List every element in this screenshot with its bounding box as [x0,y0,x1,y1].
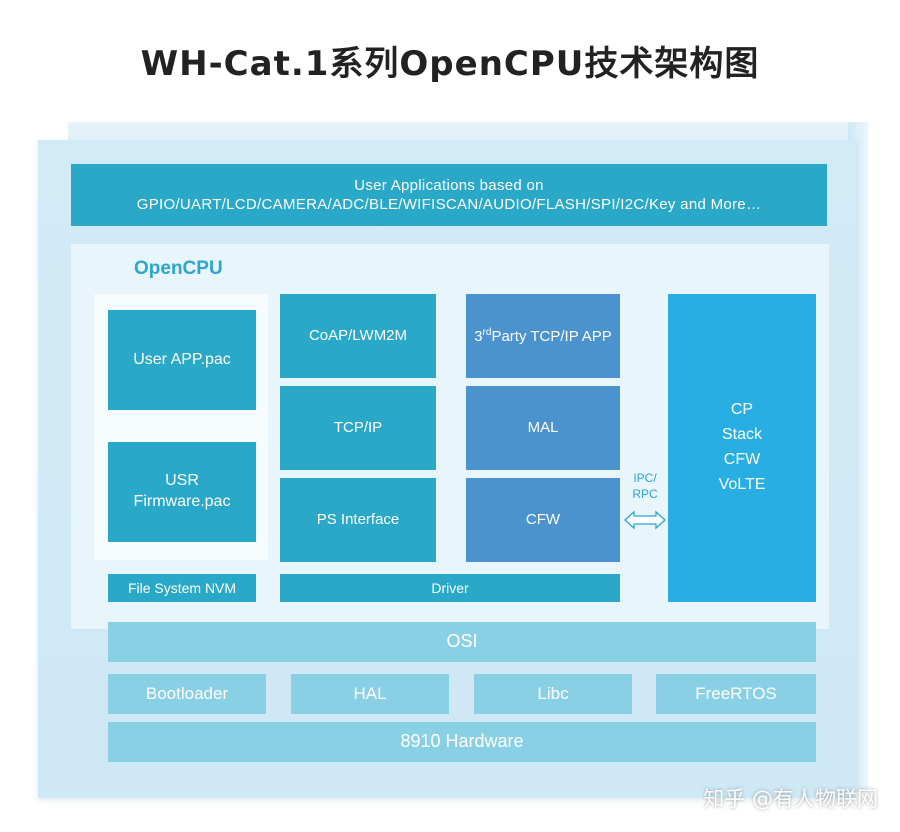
libc-block: Libc [474,674,632,714]
user-app-pac-block: User APP.pac [108,310,256,410]
file-system-nvm-label: File System NVM [127,579,237,596]
ipc-rpc-label: IPC/ RPC [622,470,668,502]
ps-interface-label: PS Interface [316,511,400,529]
cfw-label: CFW [525,511,561,529]
file-system-nvm-block: File System NVM [108,574,256,602]
user-applications-bar: User Applications based on GPIO/UART/LCD… [71,164,827,226]
osi-block: OSI [108,622,816,662]
third-party-rest: Party TCP/IP APP [491,327,612,345]
driver-block: Driver [280,574,620,602]
hardware-block: 8910 Hardware [108,722,816,762]
coap-lwm2m-label: CoAP/LWM2M [308,327,408,345]
opencpu-label: OpenCPU [134,258,223,279]
user-applications-line1: User Applications based on [354,176,544,194]
mal-label: MAL [527,419,559,437]
bootloader-label: Bootloader [145,683,229,703]
third-party-tcpip-app-block: 3rdParty TCP/IP APP [466,294,620,378]
tcp-ip-block: TCP/IP [280,386,436,470]
usr-firmware-block: USR Firmware.pac [108,442,256,542]
cp-stack-block: CP Stack CFW VoLTE [668,294,816,602]
libc-label: Libc [537,683,569,703]
usr-firmware-line1: USR [165,472,199,490]
freertos-block: FreeRTOS [656,674,816,714]
cp-line1: CP [730,401,754,419]
cp-line2: Stack [721,426,762,444]
page-title: WH-Cat.1系列OpenCPU技术架构图 [140,44,760,84]
third-party-prefix: 3 [474,327,483,345]
hal-label: HAL [353,683,387,703]
cp-line3: CFW [723,451,761,468]
freertos-label: FreeRTOS [695,683,777,703]
mal-block: MAL [466,386,620,470]
user-applications-line2: GPIO/UART/LCD/CAMERA/ADC/BLE/WIFISCAN/AU… [136,196,762,213]
user-app-pac-label: User APP.pac [133,350,231,368]
bootloader-block: Bootloader [108,674,266,714]
tcp-ip-label: TCP/IP [333,419,383,437]
ps-interface-block: PS Interface [280,478,436,562]
third-party-superscript: rd [482,326,492,338]
third-party-label: 3rdParty TCP/IP APP [474,326,612,347]
hardware-label: 8910 Hardware [400,731,524,752]
ipc-label: IPC/ [633,471,657,485]
osi-label: OSI [446,631,478,652]
rpc-label: RPC [632,487,658,502]
hal-block: HAL [291,674,449,714]
usr-firmware-line2: Firmware.pac [133,493,231,510]
cp-line4: VoLTE [718,475,766,493]
bidirectional-arrow-icon [624,510,666,530]
watermark: 知乎 @有人物联网 [703,787,878,811]
driver-label: Driver [431,579,469,596]
coap-lwm2m-block: CoAP/LWM2M [280,294,436,378]
cfw-block: CFW [466,478,620,562]
